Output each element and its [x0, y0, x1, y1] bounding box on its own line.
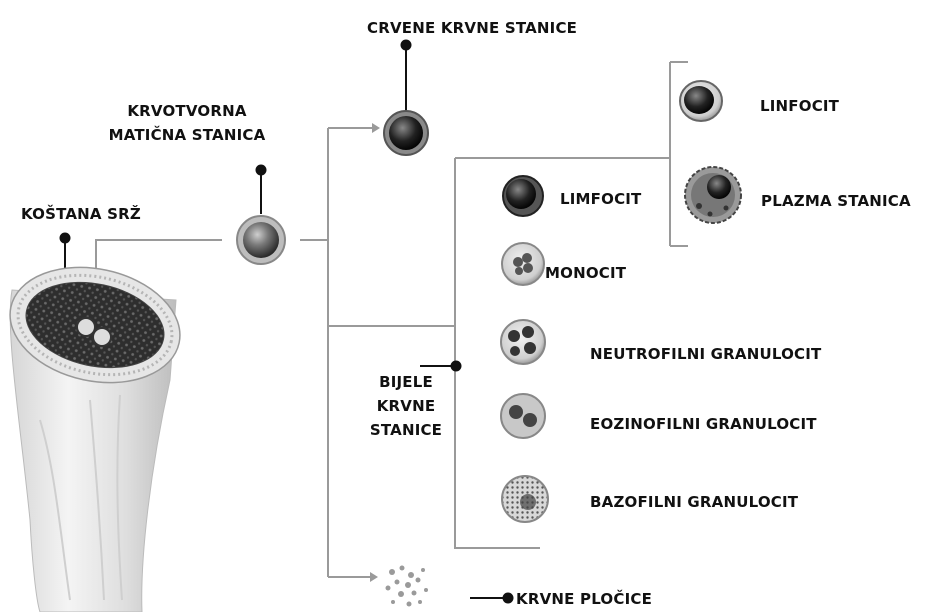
monocyte-icon: [502, 243, 544, 285]
label-red-blood-cells: CRVENE KRVNE STANICE: [367, 18, 577, 38]
label-stem-cell-line1: KRVOTVORNA: [118, 101, 256, 121]
basophil-icon: [502, 476, 548, 522]
red-blood-cell-icon: [384, 111, 428, 155]
label-white-line3: STANICE: [362, 420, 450, 440]
label-lymphocyte-top: LINFOCIT: [760, 96, 839, 116]
label-lymphocyte: LIMFOCIT: [560, 189, 642, 209]
label-stem-cell-line2: MATIČNA STANICA: [94, 125, 280, 145]
platelets-icon: [386, 566, 429, 607]
label-monocyte: MONOCIT: [545, 263, 626, 283]
stem-cell-icon: [237, 216, 285, 264]
label-bone-marrow: KOŠTANA SRŽ: [21, 204, 141, 224]
label-basophil: BAZOFILNI GRANULOCIT: [590, 492, 798, 512]
label-plasma-cell: PLAZMA STANICA: [761, 191, 911, 211]
neutrophil-icon: [501, 320, 545, 364]
lymphocyte-top-icon: [680, 81, 722, 121]
bone-cross-section-icon: [0, 252, 191, 612]
plasma-cell-icon: [685, 167, 741, 223]
lymphocyte-icon: [503, 176, 543, 216]
label-platelets: KRVNE PLOČICE: [516, 589, 652, 609]
eosinophil-icon: [501, 394, 545, 438]
label-white-line2: KRVNE: [362, 396, 450, 416]
label-eosinophil: EOZINOFILNI GRANULOCIT: [590, 414, 817, 434]
label-neutrophil: NEUTROFILNI GRANULOCIT: [590, 344, 821, 364]
label-white-line1: BIJELE: [362, 372, 450, 392]
marrow-to-stem-line: [96, 240, 222, 272]
